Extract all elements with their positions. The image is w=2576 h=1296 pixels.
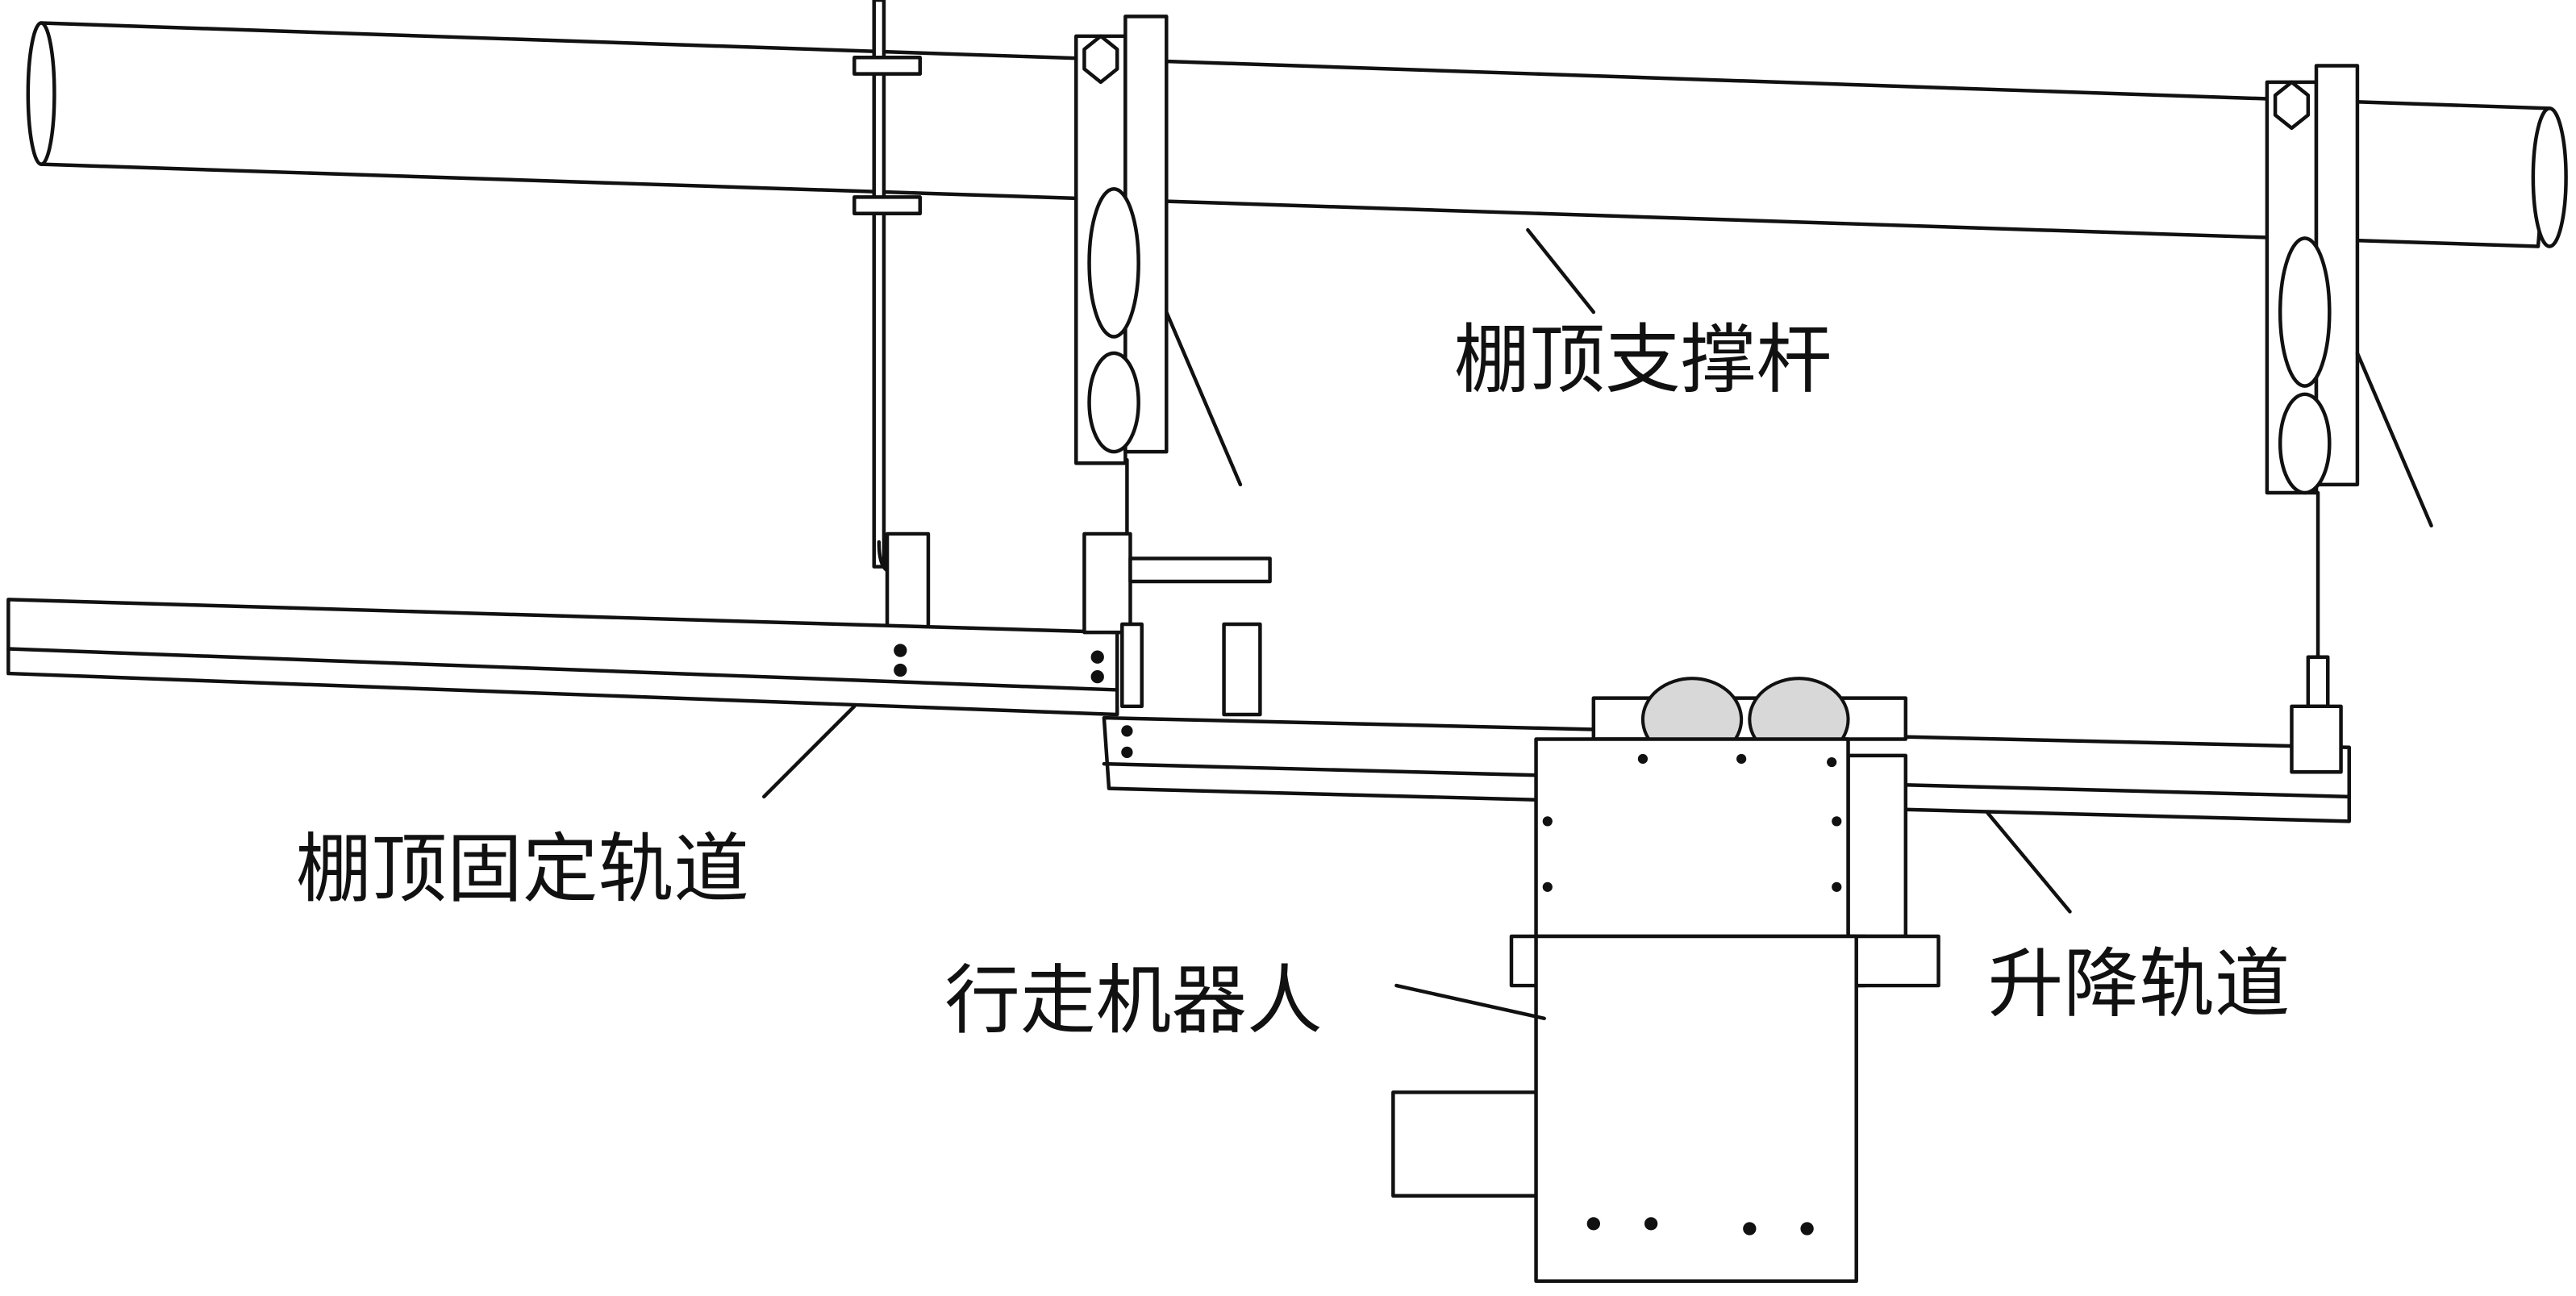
- label-lifting-track: 升降轨道: [1988, 941, 2290, 1029]
- ceiling-support-pipe: [26, 21, 2568, 248]
- lifting-hanger-left: [1074, 15, 1272, 717]
- walking-robot: [1391, 677, 1940, 1283]
- leader-fixed-track: [762, 704, 857, 799]
- leader-support-rod: [1526, 227, 1596, 315]
- label-walking-robot: 行走机器人: [944, 957, 1322, 1045]
- lifting-hanger-right: [2265, 64, 2433, 774]
- leader-robot: [1394, 983, 1546, 1021]
- label-ceiling-support-rod: 棚顶支撑杆: [1454, 317, 1832, 405]
- leader-lifting-track: [1986, 811, 2072, 914]
- fixed-track: [6, 598, 1119, 717]
- label-ceiling-fixed-track: 棚顶固定轨道: [296, 826, 749, 914]
